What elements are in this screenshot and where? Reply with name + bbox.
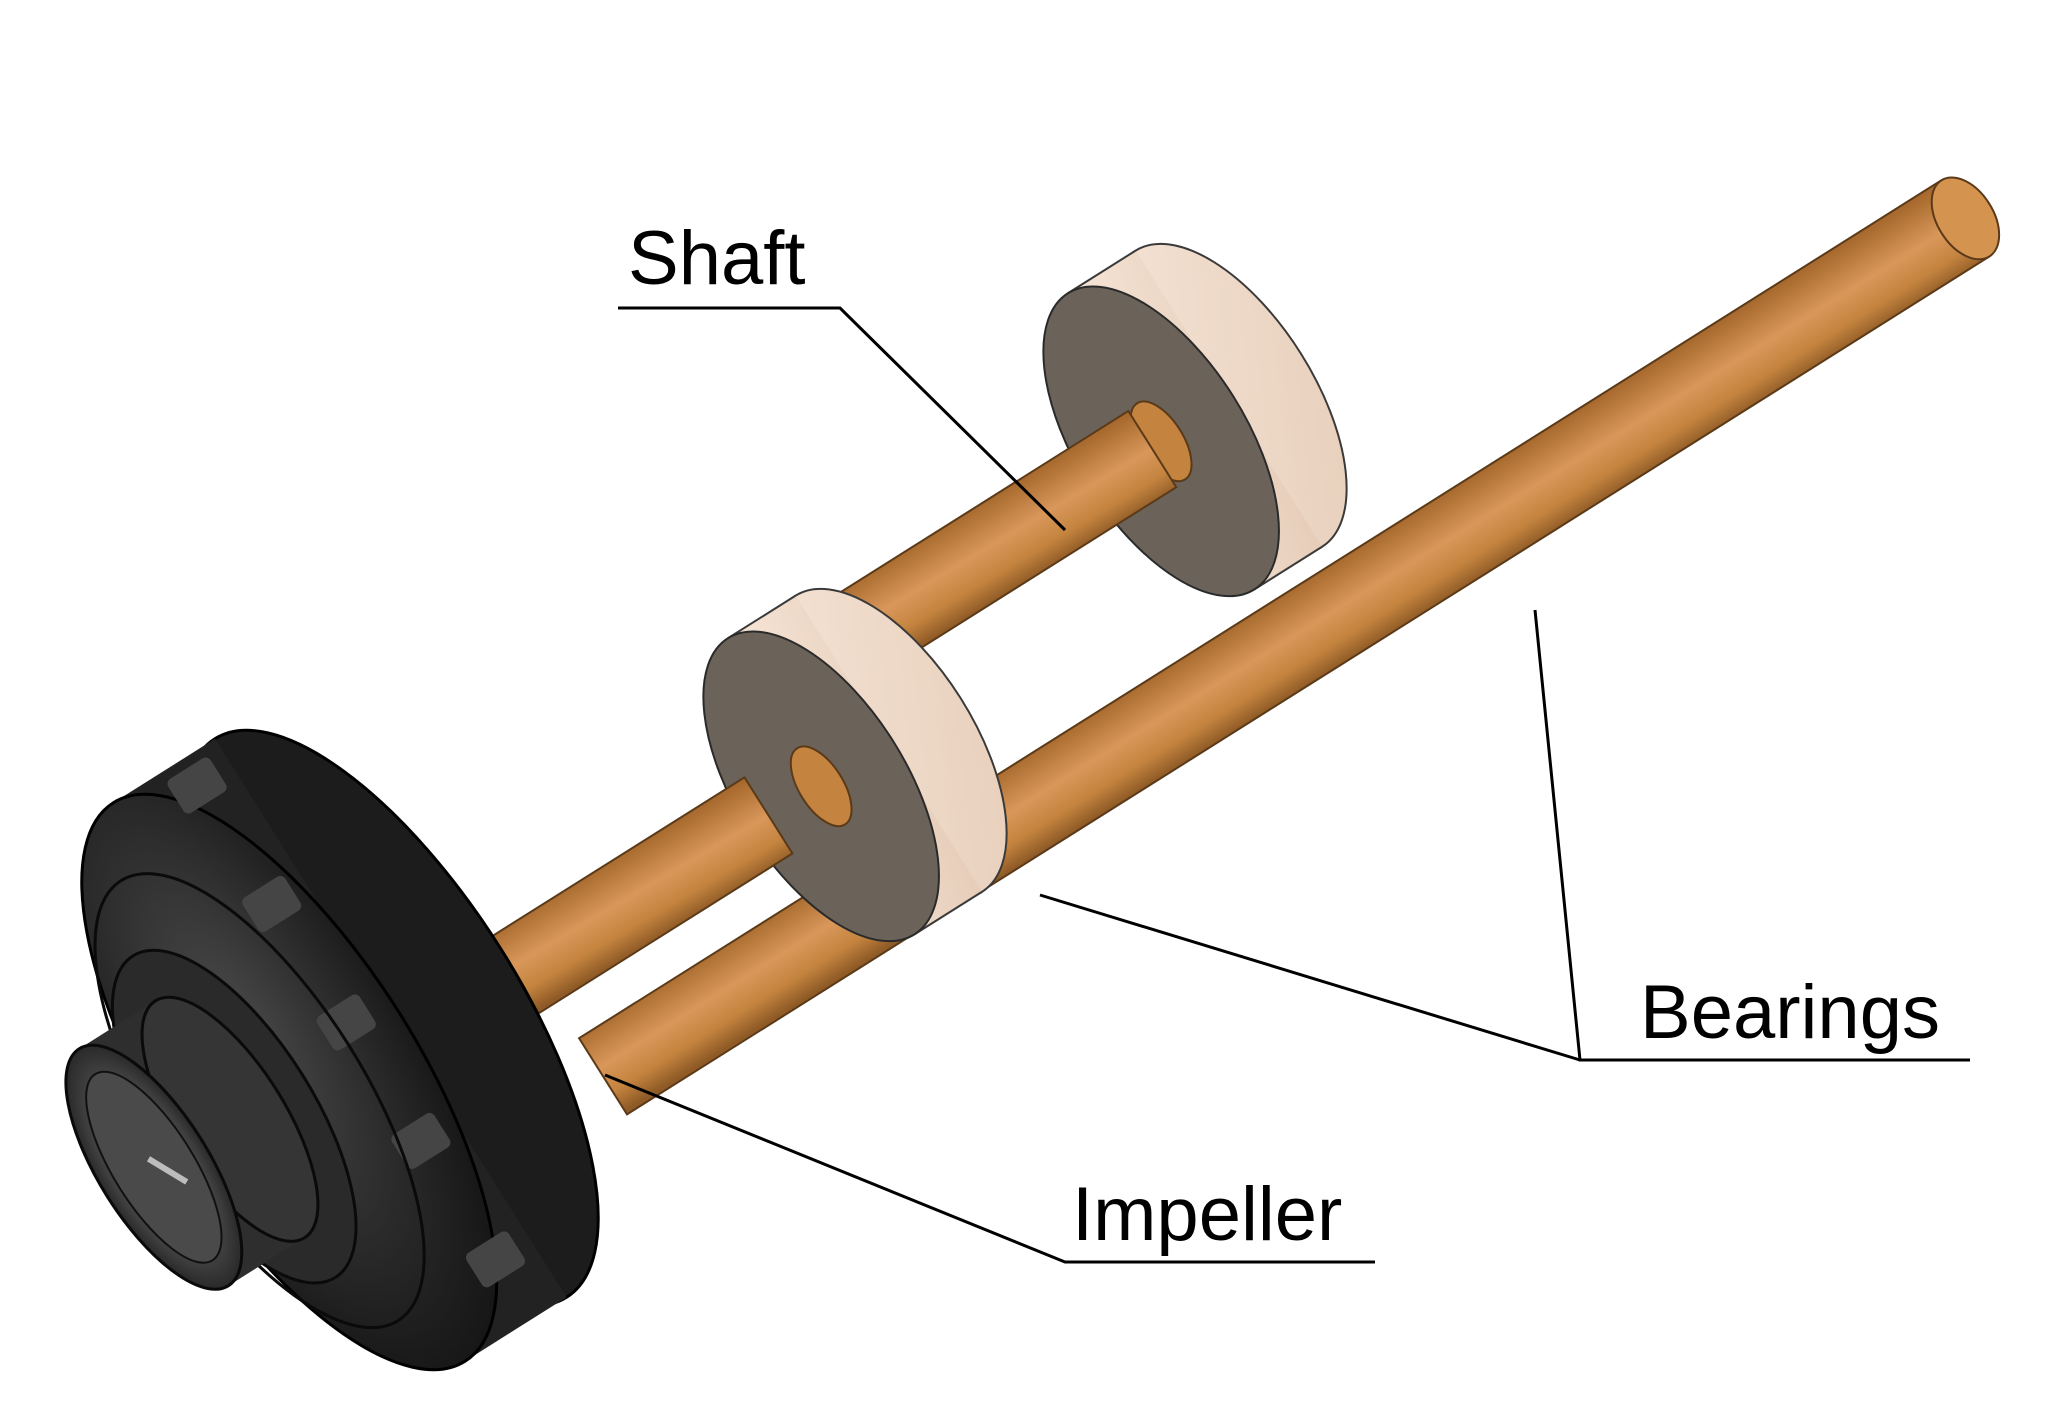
impeller-label: Impeller bbox=[1072, 1172, 1342, 1257]
impeller-leader bbox=[604, 1073, 1375, 1264]
impeller bbox=[64, 728, 600, 1372]
bearings-leader-rear bbox=[1533, 609, 1970, 1062]
bearings-leader-front bbox=[1039, 893, 1581, 1062]
leader-lines bbox=[604, 306, 1970, 1264]
bearing-rear bbox=[1042, 242, 1348, 598]
shaft-label: Shaft bbox=[628, 216, 805, 301]
bearings-label: Bearings bbox=[1640, 970, 1940, 1055]
bearing-front bbox=[702, 587, 1008, 943]
shaft-leader bbox=[618, 306, 1067, 532]
